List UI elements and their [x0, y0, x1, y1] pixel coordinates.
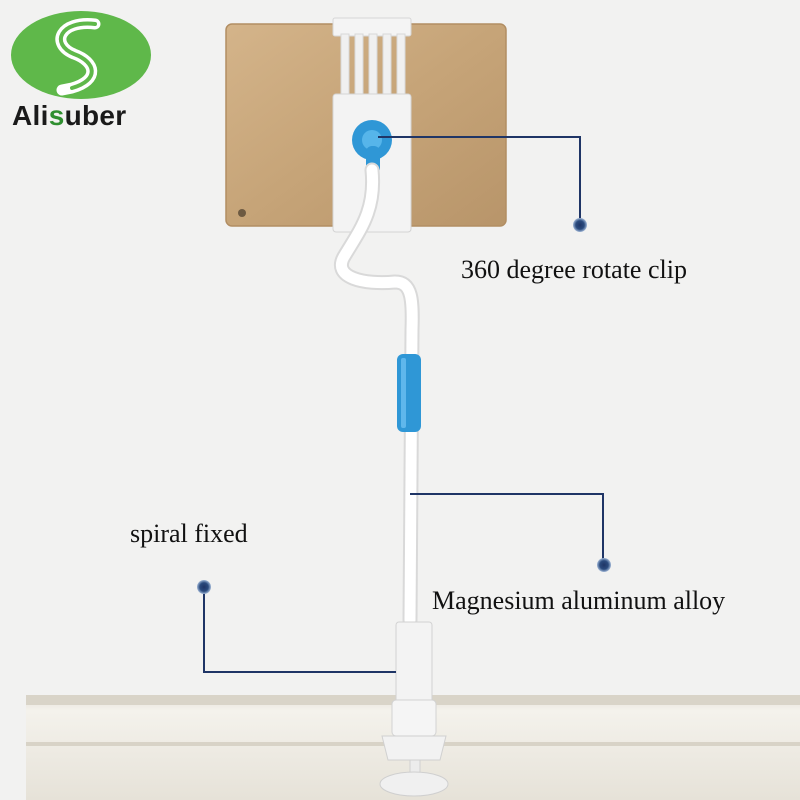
base-clamp: [379, 621, 449, 797]
brand-logo: [11, 11, 151, 99]
blue-sleeve: [397, 354, 421, 432]
brand-name-prefix: Ali: [12, 100, 49, 131]
callout-rotate-clip: 360 degree rotate clip: [461, 255, 687, 284]
callout-dot-alloy: [597, 558, 611, 572]
brand-name: Alisuber: [12, 100, 126, 132]
callout-dot-spiral: [197, 580, 211, 594]
leader-line-alloy: [410, 493, 604, 562]
leader-line-spiral: [203, 590, 396, 673]
callout-alloy: Magnesium aluminum alloy: [432, 586, 726, 615]
brand-name-accent: s: [48, 100, 65, 131]
gooseneck-arm: [334, 162, 421, 628]
callout-dot-rotate: [573, 218, 587, 232]
callout-spiral-fixed: spiral fixed: [130, 519, 248, 548]
leader-line-rotate: [378, 136, 581, 222]
brand-name-suffix: uber: [64, 100, 127, 131]
